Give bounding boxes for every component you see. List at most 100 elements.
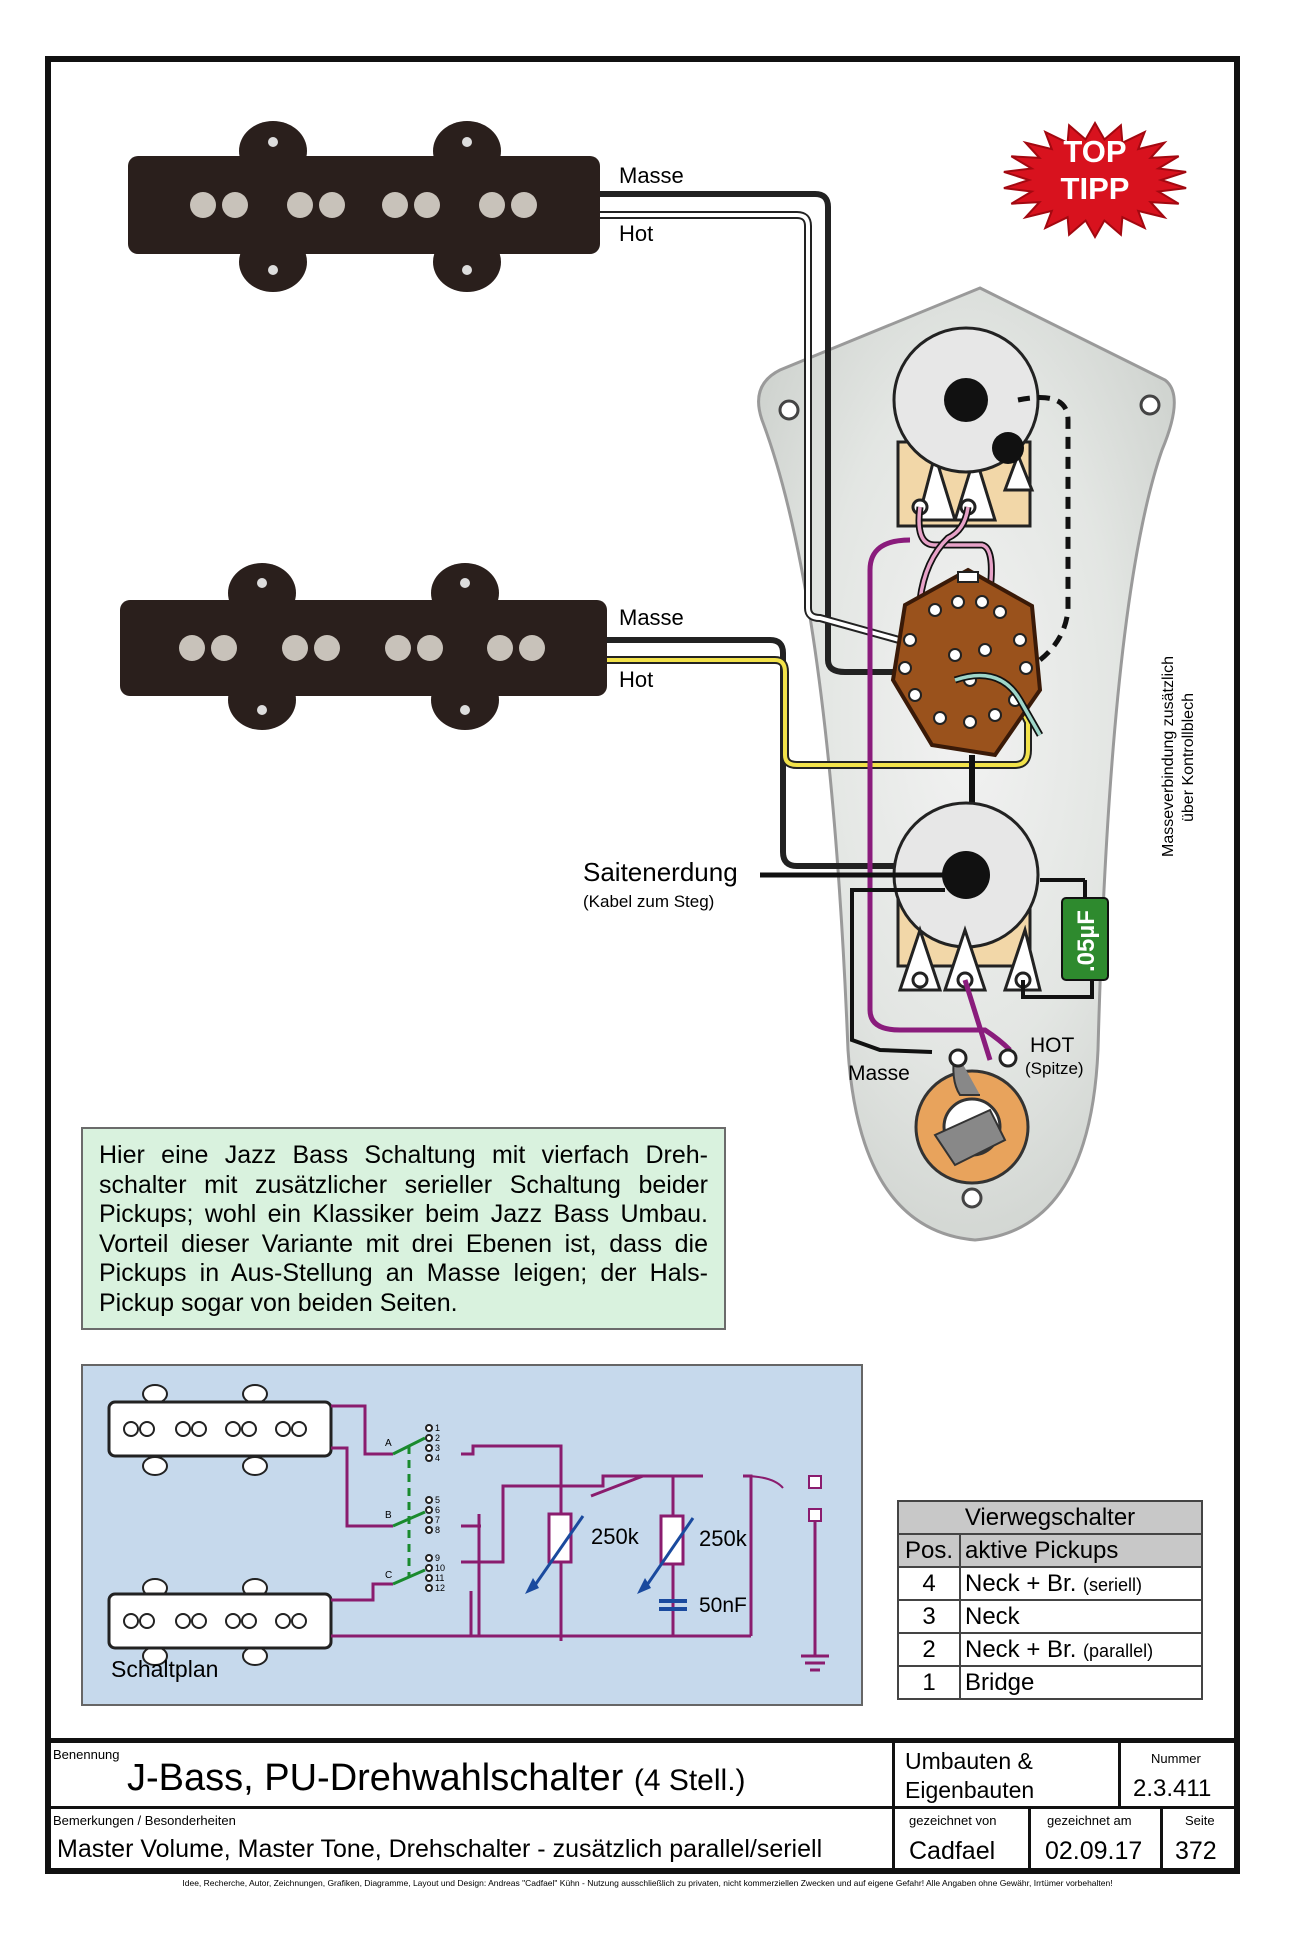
switch-contact [425, 1574, 433, 1582]
switch-contact [425, 1554, 433, 1562]
schematic-label: Schaltplan [111, 1656, 219, 1682]
benennung-label: Benennung [53, 1747, 120, 1762]
schematic-pickup-1 [107, 1384, 333, 1476]
gezeichnet-am: 02.09.17 [1045, 1837, 1143, 1865]
switch-contact-label: 7 [435, 1515, 440, 1525]
switch-contact-label: 12 [435, 1583, 445, 1593]
switch-contact [425, 1496, 433, 1504]
footer-credits: Idee, Recherche, Autor, Zeichnungen, Gra… [182, 1878, 1113, 1888]
pole-piece [191, 1421, 207, 1437]
top-tipp-line2: TIPP [1061, 171, 1130, 206]
switch-position-table: Vierwegschalter Pos. aktive Pickups 4 Ne… [897, 1500, 1203, 1700]
bemerkungen-label: Bemerkungen / Besonderheiten [53, 1813, 236, 1828]
description-note: Hier eine Jazz Bass Schaltung mit vierfa… [81, 1127, 726, 1330]
schematic-pickup-2 [107, 1578, 333, 1666]
table-header-pos: Pos. [897, 1533, 961, 1568]
top-tipp-line1: TOP [1063, 134, 1126, 169]
side-note-line1: Masseverbindung zusätzlich [1160, 656, 1177, 857]
bridge-pickup [128, 121, 600, 292]
switch-contact [425, 1424, 433, 1432]
switch-contact [425, 1434, 433, 1442]
switch-contact-label: 10 [435, 1563, 445, 1573]
table-cell-active: Neck + Br. (seriell) [959, 1566, 1203, 1601]
pole-piece [191, 1613, 207, 1629]
table-cell-pos: 1 [897, 1665, 961, 1700]
gezeichnet-von: Cadfael [909, 1837, 996, 1865]
schematic-level-c: C [385, 1570, 392, 1581]
drawing-number: 2.3.411 [1133, 1775, 1212, 1802]
capacitor-label: .05µF [1073, 910, 1100, 972]
table-row: 2 Neck + Br. (parallel) [897, 1632, 1203, 1667]
title-block: Benennung J-Bass, PU-Drehwahlschalter (4… [45, 1738, 1240, 1874]
top-tipp-badge [1003, 120, 1187, 240]
table-header-active: aktive Pickups [959, 1533, 1203, 1568]
label-masse-top: Masse [619, 163, 684, 188]
table-cell-pos: 3 [897, 1599, 961, 1634]
schematic-capacitor [659, 1599, 687, 1611]
switch-contact [425, 1444, 433, 1452]
volume-pot [892, 326, 1040, 528]
wire-purple [867, 537, 1012, 1052]
label-jack-hot: HOT [1030, 1034, 1075, 1057]
pole-piece [225, 1421, 241, 1437]
switch-contact-label: 11 [435, 1573, 444, 1583]
label-saitenerdung-sub: (Kabel zum Steg) [583, 892, 714, 911]
table-title: Vierwegschalter [897, 1500, 1203, 1535]
schematic-pot-2 [637, 1514, 695, 1594]
pole-piece [225, 1613, 241, 1629]
label-jack-hot-sub: (Spitze) [1025, 1059, 1084, 1078]
label-jack-masse: Masse [848, 1062, 910, 1085]
gezeichnet-am-label: gezeichnet am [1047, 1813, 1132, 1828]
table-row: 4 Neck + Br. (seriell) [897, 1566, 1203, 1601]
table-row: 3 Neck [897, 1599, 1203, 1634]
schematic-pot-1 [525, 1512, 585, 1594]
switch-contact-label: 3 [435, 1443, 440, 1453]
seite-label: Seite [1185, 1813, 1215, 1828]
label-hot-top: Hot [619, 221, 653, 246]
tone-pot [892, 801, 1042, 992]
neck-pickup [120, 563, 607, 730]
pole-piece [175, 1421, 191, 1437]
switch-contact-label: 9 [435, 1553, 440, 1563]
switch-contact [425, 1564, 433, 1572]
nummer-label: Nummer [1151, 1751, 1201, 1766]
category-line2: Eigenbauten [905, 1777, 1035, 1803]
schematic-level-a: A [385, 1438, 392, 1449]
pole-piece [291, 1613, 307, 1629]
schematic-pot-1-label: 250k [591, 1524, 640, 1549]
schematic-rotary-switch [392, 1436, 426, 1586]
output-jack [914, 1048, 1030, 1185]
pole-piece [241, 1613, 257, 1629]
switch-contact [425, 1506, 433, 1514]
side-note-line2: über Kontrollblech [1180, 693, 1197, 822]
switch-contact [425, 1516, 433, 1524]
table-cell-pos: 2 [897, 1632, 961, 1667]
rotary-switch [890, 567, 1043, 758]
table-row: 1 Bridge [897, 1665, 1203, 1700]
gezeichnet-von-label: gezeichnet von [909, 1813, 997, 1828]
switch-contact [425, 1584, 433, 1592]
plate-screw [1139, 394, 1161, 416]
pole-piece [139, 1421, 155, 1437]
drawing-title: J-Bass, PU-Drehwahlschalter (4 Stell.) [127, 1757, 746, 1799]
table-cell-active: Neck + Br. (parallel) [959, 1632, 1203, 1667]
pole-piece [123, 1613, 139, 1629]
wire-top-masse [600, 191, 918, 675]
switch-contact-label: 8 [435, 1525, 440, 1535]
page-number: 372 [1175, 1837, 1217, 1865]
pole-piece [275, 1421, 291, 1437]
schematic-output [742, 1475, 829, 1672]
switch-contact-label: 6 [435, 1505, 440, 1515]
drawing-frame [45, 56, 1240, 1874]
label-hot-mid: Hot [619, 667, 653, 692]
schematic-pot-2-label: 250k [699, 1526, 748, 1551]
pole-piece [123, 1421, 139, 1437]
plate-screw [778, 399, 800, 421]
pole-piece [291, 1421, 307, 1437]
bemerkungen-text: Master Volume, Master Tone, Drehschalter… [57, 1835, 823, 1863]
switch-contact-label: 4 [435, 1453, 440, 1463]
switch-contact [425, 1526, 433, 1534]
